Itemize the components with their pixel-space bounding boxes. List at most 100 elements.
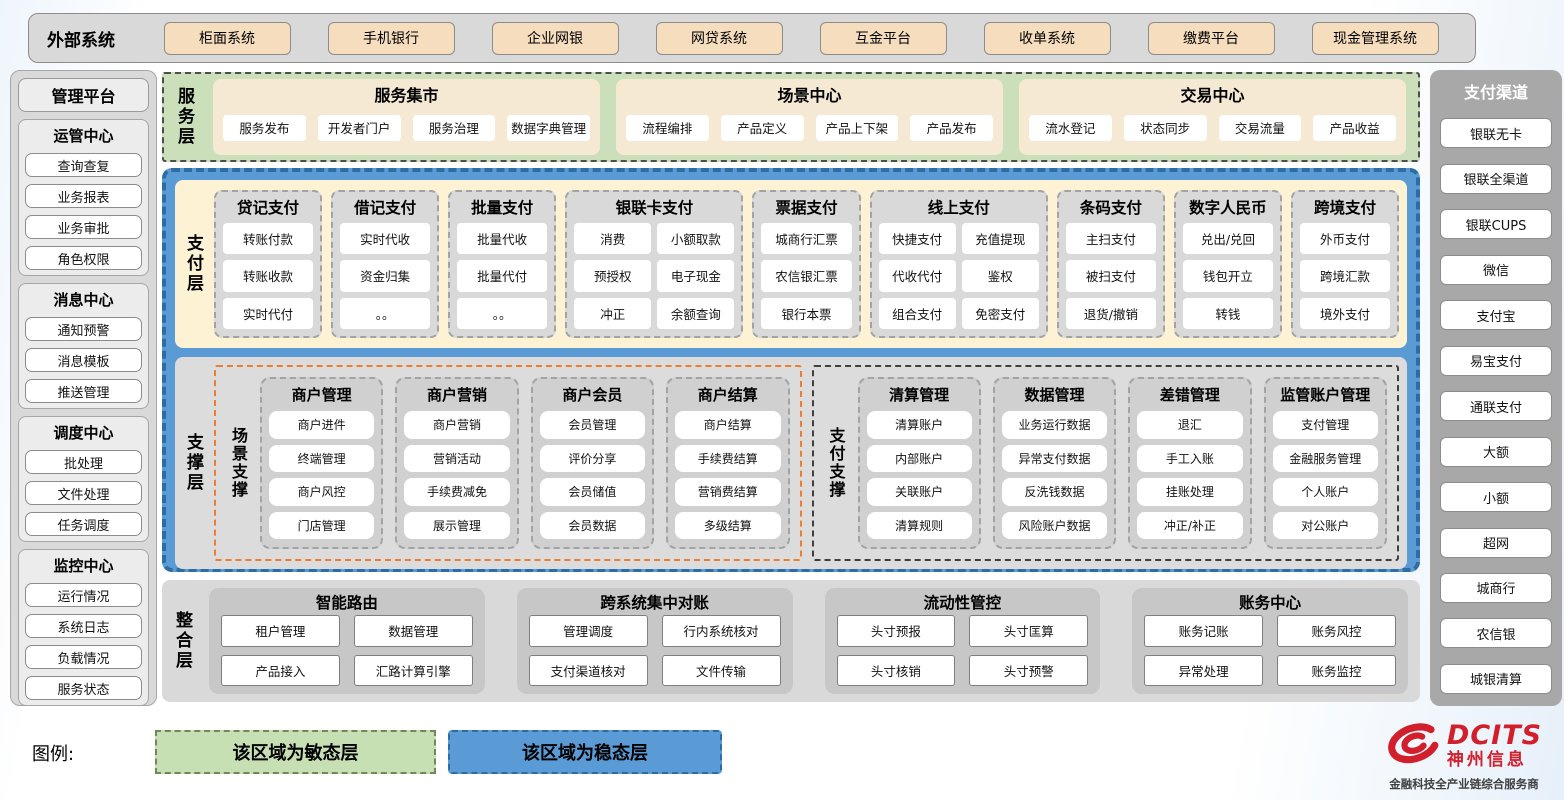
management-button[interactable]: 消息模板	[25, 348, 142, 372]
external-system-button[interactable]: 企业网银	[491, 21, 619, 55]
payment-button[interactable]: 转账收款	[223, 260, 314, 292]
integration-button[interactable]: 头寸核销	[836, 654, 956, 686]
channel-button[interactable]: 支付宝	[1440, 300, 1552, 331]
channel-button[interactable]: 农信银	[1440, 618, 1552, 649]
management-button[interactable]: 负载情况	[25, 645, 142, 669]
external-system-button[interactable]: 收单系统	[983, 21, 1111, 55]
management-button[interactable]: 业务报表	[25, 184, 142, 208]
payment-button[interactable]: 退货/撤销	[1065, 297, 1156, 329]
management-button[interactable]: 业务审批	[25, 215, 142, 239]
support-button[interactable]: 会员储值	[539, 478, 646, 506]
channel-button[interactable]: 银联CUPS	[1440, 209, 1552, 240]
payment-button[interactable]: 电子现金	[657, 260, 735, 292]
channel-button[interactable]: 城商行	[1440, 572, 1552, 603]
support-button[interactable]: 对公账户	[1272, 511, 1378, 539]
integration-button[interactable]: 头寸匡算	[969, 615, 1089, 647]
payment-button[interactable]: 余额查询	[657, 297, 735, 329]
support-button[interactable]: 清算规则	[866, 511, 972, 539]
integration-button[interactable]: 账务记账	[1144, 615, 1264, 647]
support-button[interactable]: 展示管理	[404, 511, 510, 539]
integration-button[interactable]: 头寸预报	[836, 615, 956, 647]
integration-button[interactable]: 产品接入	[221, 654, 340, 686]
support-button[interactable]: 评价分享	[539, 444, 646, 472]
management-button[interactable]: 通知预警	[25, 317, 142, 341]
external-system-button[interactable]: 柜面系统	[163, 21, 291, 55]
support-button[interactable]: 冲正/补正	[1137, 511, 1243, 539]
management-button[interactable]: 角色权限	[25, 246, 142, 270]
payment-button[interactable]: 鉴权	[961, 260, 1039, 292]
channel-button[interactable]: 微信	[1440, 254, 1552, 285]
support-button[interactable]: 商户结算	[675, 411, 781, 439]
integration-button[interactable]: 数据管理	[353, 615, 473, 647]
management-button[interactable]: 系统日志	[25, 614, 142, 638]
payment-button[interactable]: 主扫支付	[1065, 223, 1156, 255]
integration-button[interactable]: 文件传输	[661, 654, 781, 686]
payment-button[interactable]: 充值提现	[961, 223, 1039, 255]
support-button[interactable]: 终端管理	[269, 444, 375, 472]
integration-button[interactable]: 异常处理	[1144, 654, 1264, 686]
service-button[interactable]: 产品定义	[720, 114, 804, 141]
management-button[interactable]: 查询查复	[25, 153, 142, 177]
service-button[interactable]: 状态同步	[1123, 114, 1207, 141]
service-button[interactable]: 交易流量	[1218, 114, 1302, 141]
payment-button[interactable]: 被扫支付	[1065, 260, 1156, 292]
support-button[interactable]: 金融服务管理	[1272, 444, 1378, 472]
payment-button[interactable]: 批量代收	[457, 223, 548, 255]
channel-button[interactable]: 通联支付	[1440, 391, 1552, 422]
support-button[interactable]: 支付管理	[1272, 411, 1378, 439]
service-button[interactable]: 产品收益	[1313, 114, 1396, 141]
channel-button[interactable]: 大额	[1440, 436, 1552, 467]
service-button[interactable]: 流水登记	[1029, 114, 1112, 141]
service-button[interactable]: 流程编排	[626, 114, 709, 141]
support-button[interactable]: 关联账户	[866, 478, 972, 506]
external-system-button[interactable]: 手机银行	[327, 21, 455, 55]
support-button[interactable]: 商户进件	[269, 411, 375, 439]
integration-button[interactable]: 支付渠道核对	[528, 654, 648, 686]
payment-button[interactable]: 钱包开立	[1182, 260, 1273, 292]
payment-button[interactable]: 农信银汇票	[761, 260, 852, 292]
external-system-button[interactable]: 互金平台	[819, 21, 947, 55]
support-button[interactable]: 异常支付数据	[1001, 444, 1108, 472]
support-button[interactable]: 反洗钱数据	[1001, 478, 1108, 506]
payment-button[interactable]: 冲正	[574, 297, 652, 329]
support-button[interactable]: 清算账户	[866, 411, 972, 439]
support-button[interactable]: 会员管理	[539, 411, 646, 439]
integration-button[interactable]: 账务风控	[1277, 615, 1396, 647]
support-button[interactable]: 退汇	[1137, 411, 1243, 439]
management-button[interactable]: 批处理	[25, 450, 142, 474]
payment-button[interactable]: 转账付款	[223, 223, 314, 255]
payment-button[interactable]: 外币支付	[1299, 223, 1391, 255]
integration-button[interactable]: 汇路计算引擎	[353, 654, 473, 686]
integration-button[interactable]: 租户管理	[221, 615, 340, 647]
payment-button[interactable]: 转钱	[1182, 297, 1273, 329]
payment-button[interactable]: 免密支付	[961, 297, 1039, 329]
support-button[interactable]: 挂账处理	[1137, 478, 1243, 506]
payment-button[interactable]: 兑出/兑回	[1182, 223, 1273, 255]
external-system-button[interactable]: 现金管理系统	[1311, 21, 1439, 55]
service-button[interactable]: 产品上下架	[815, 114, 899, 141]
support-button[interactable]: 商户营销	[404, 411, 510, 439]
channel-button[interactable]: 城银清算	[1440, 663, 1552, 694]
service-button[interactable]: 服务治理	[412, 114, 496, 141]
payment-button[interactable]: 资金归集	[340, 260, 431, 292]
payment-button[interactable]: 代收代付	[878, 260, 956, 292]
support-button[interactable]: 营销费结算	[675, 478, 781, 506]
integration-button[interactable]: 头寸预警	[969, 654, 1089, 686]
integration-button[interactable]: 行内系统核对	[661, 615, 781, 647]
external-system-button[interactable]: 缴费平台	[1147, 21, 1275, 55]
external-system-button[interactable]: 网贷系统	[655, 21, 783, 55]
support-button[interactable]: 手续费结算	[675, 444, 781, 472]
payment-button[interactable]: 境外支付	[1299, 297, 1391, 329]
payment-button[interactable]: 城商行汇票	[761, 223, 852, 255]
service-button[interactable]: 数据字典管理	[507, 114, 590, 141]
payment-button[interactable]: 银行本票	[761, 297, 852, 329]
payment-button[interactable]: 消费	[574, 223, 652, 255]
management-button[interactable]: 推送管理	[25, 379, 142, 403]
channel-button[interactable]: 银联全渠道	[1440, 163, 1552, 194]
management-button[interactable]: 服务状态	[25, 676, 142, 700]
support-button[interactable]: 个人账户	[1272, 478, 1378, 506]
payment-button[interactable]: 批量代付	[457, 260, 548, 292]
service-button[interactable]: 产品发布	[910, 114, 993, 141]
payment-button[interactable]: 跨境汇款	[1299, 260, 1391, 292]
payment-button[interactable]: 。。	[457, 297, 548, 329]
